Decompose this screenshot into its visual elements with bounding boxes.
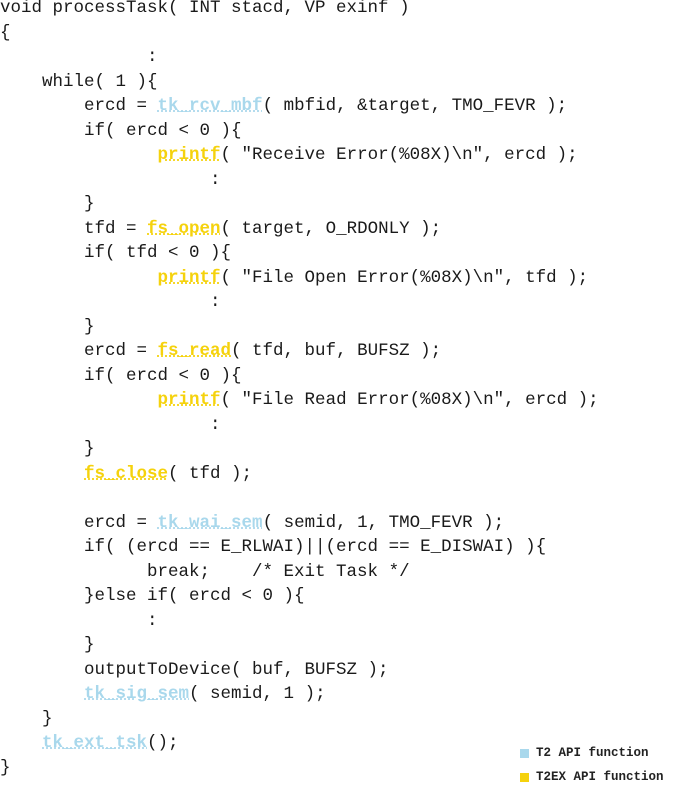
code-line: :	[0, 290, 599, 315]
code-text: {	[0, 22, 11, 43]
code-line: if( (ercd == E_RLWAI)||(ercd == E_DISWAI…	[0, 535, 599, 560]
code-line: }	[0, 192, 599, 217]
code-line: :	[0, 413, 599, 438]
t2-api-call: tk_sig_sem	[84, 684, 190, 704]
code-line: ercd = tk_wai_sem( semid, 1, TMO_FEVR );	[0, 511, 599, 536]
code-text	[0, 733, 42, 753]
t2ex-api-call: fs_close	[84, 463, 169, 484]
code-line: outputToDevice( buf, BUFSZ );	[0, 658, 599, 683]
legend-label-t2: T2 API function	[536, 746, 649, 760]
legend-swatch-t2	[520, 748, 529, 758]
code-text: :	[0, 47, 158, 67]
code-text: }	[0, 757, 11, 778]
code-line: {	[0, 21, 599, 46]
code-text: ( "Receive Error(%08X)\n", ercd );	[220, 145, 578, 165]
code-text: ( tfd );	[168, 463, 253, 484]
code-text: :	[0, 169, 221, 190]
t2-api-call: tk_rcv_mbf	[157, 96, 263, 116]
code-line: printf( "File Read Error(%08X)\n", ercd …	[0, 388, 599, 413]
legend-swatch-t2ex	[520, 772, 529, 782]
code-text: ( target, O_RDONLY );	[220, 218, 442, 239]
code-text: :	[0, 414, 221, 435]
code-text: ();	[147, 733, 179, 753]
code-line: }	[0, 315, 599, 340]
code-line: ercd = fs_read( tfd, buf, BUFSZ );	[0, 339, 599, 364]
code-line: if( ercd < 0 ){	[0, 119, 599, 144]
code-line: if( ercd < 0 ){	[0, 364, 599, 389]
code-text: if( ercd < 0 ){	[0, 120, 242, 141]
code-line: printf( "File Open Error(%08X)\n", tfd )…	[0, 266, 599, 291]
legend: T2 API function T2EX API function	[520, 741, 690, 789]
code-text: ( tfd, buf, BUFSZ );	[231, 341, 442, 361]
code-text: ( mbfid, &target, TMO_FEVR );	[262, 96, 568, 116]
code-listing: void processTask( INT stacd, VP exinf ) {…	[0, 0, 599, 781]
code-text	[0, 390, 158, 410]
code-line: :	[0, 45, 599, 70]
legend-label-t2ex: T2EX API function	[536, 770, 664, 784]
code-text: }	[0, 194, 95, 214]
code-text: ercd =	[0, 96, 158, 116]
code-text	[0, 268, 158, 288]
code-line: fs_close( tfd );	[0, 462, 599, 487]
code-text: if( ercd < 0 ){	[0, 365, 242, 386]
t2ex-api-call: fs_open	[147, 218, 221, 239]
code-text: break; /* Exit Task */	[0, 561, 410, 582]
t2ex-api-call: printf	[157, 145, 221, 165]
code-text	[0, 464, 84, 484]
code-text: outputToDevice( buf, BUFSZ );	[0, 659, 389, 680]
code-line: }else if( ercd < 0 ){	[0, 584, 599, 609]
code-line: break; /* Exit Task */	[0, 560, 599, 585]
t2-api-call: tk_ext_tsk	[42, 733, 148, 753]
t2ex-api-call: printf	[157, 390, 221, 410]
code-line: tk_ext_tsk();	[0, 731, 599, 756]
code-text	[0, 684, 84, 704]
code-text: ercd =	[0, 341, 158, 361]
code-line: tfd = fs_open( target, O_RDONLY );	[0, 217, 599, 242]
code-text: }	[0, 635, 95, 655]
code-text: void processTask( INT stacd, VP exinf )	[0, 0, 410, 18]
legend-item-t2: T2 API function	[520, 741, 690, 765]
code-text: :	[0, 292, 221, 312]
code-line: if( tfd < 0 ){	[0, 241, 599, 266]
code-line: while( 1 ){	[0, 70, 599, 95]
code-text: ( "File Read Error(%08X)\n", ercd );	[220, 390, 599, 410]
code-text: }	[0, 708, 53, 729]
code-text: tfd =	[0, 218, 148, 239]
code-line: :	[0, 168, 599, 193]
code-line	[0, 486, 599, 511]
code-line: ercd = tk_rcv_mbf( mbfid, &target, TMO_F…	[0, 94, 599, 119]
code-text: while( 1 ){	[0, 71, 158, 92]
code-text	[0, 145, 158, 165]
code-line: printf( "Receive Error(%08X)\n", ercd );	[0, 143, 599, 168]
code-text: ( semid, 1, TMO_FEVR );	[262, 512, 505, 533]
code-text: :	[0, 610, 158, 631]
code-line: :	[0, 609, 599, 634]
code-text: ercd =	[0, 512, 158, 533]
code-text: }	[0, 316, 95, 337]
code-line: }	[0, 707, 599, 732]
code-text: }else if( ercd < 0 ){	[0, 586, 305, 606]
code-text: if( tfd < 0 ){	[0, 243, 232, 263]
code-line: }	[0, 756, 599, 781]
code-text: }	[0, 439, 95, 459]
legend-item-t2ex: T2EX API function	[520, 765, 690, 789]
code-line: tk_sig_sem( semid, 1 );	[0, 682, 599, 707]
code-line: }	[0, 437, 599, 462]
code-line: }	[0, 633, 599, 658]
code-text: if( (ercd == E_RLWAI)||(ercd == E_DISWAI…	[0, 537, 547, 557]
t2ex-api-call: fs_read	[157, 341, 232, 361]
code-text: ( semid, 1 );	[189, 684, 326, 704]
code-text: ( "File Open Error(%08X)\n", tfd );	[220, 267, 589, 288]
code-line: void processTask( INT stacd, VP exinf )	[0, 0, 599, 21]
t2ex-api-call: printf	[157, 267, 221, 288]
t2-api-call: tk_wai_sem	[157, 512, 263, 533]
